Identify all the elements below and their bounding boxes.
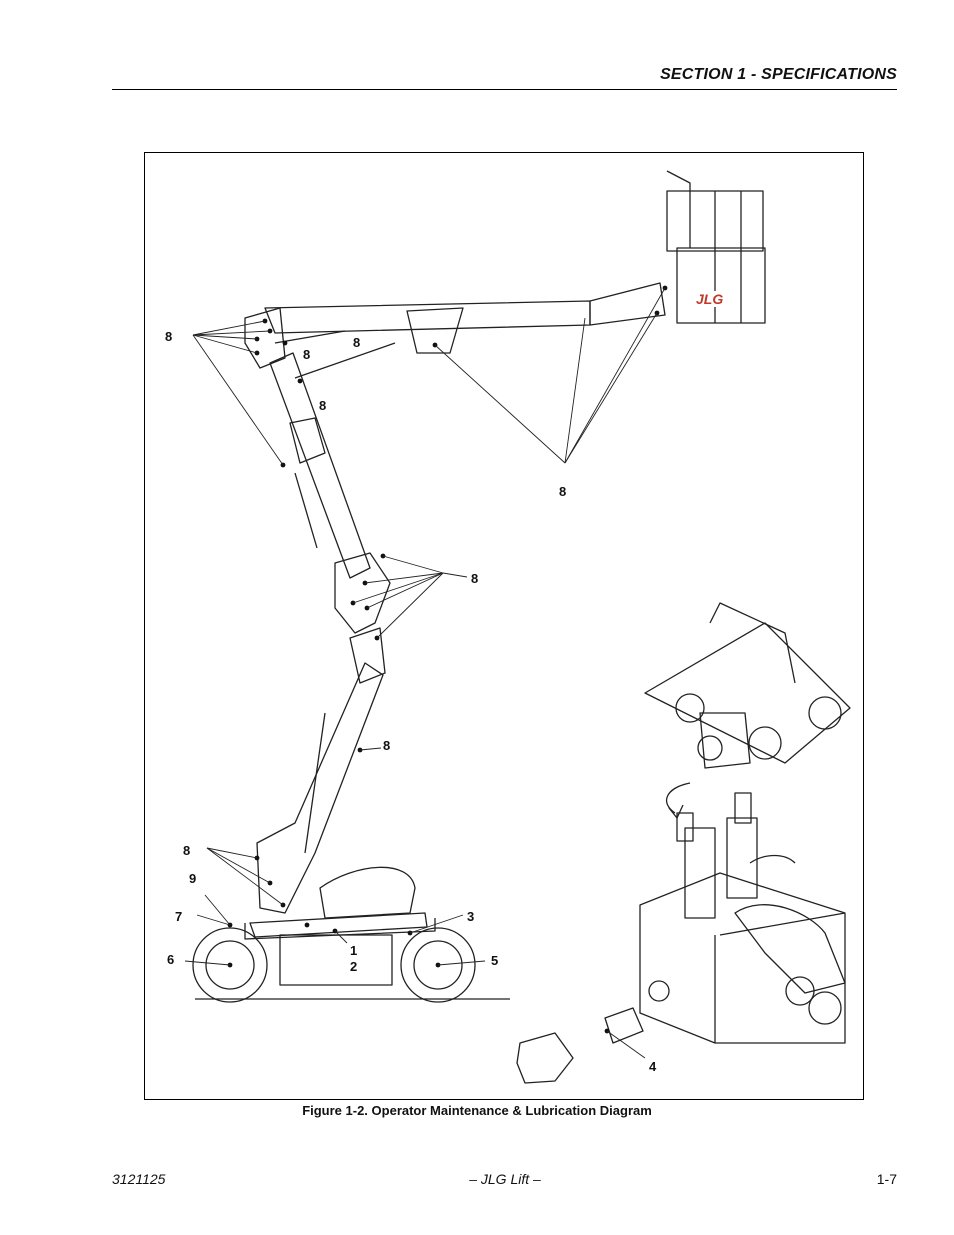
detail-chassis (644, 622, 851, 764)
figure-caption: Figure 1-2. Operator Maintenance & Lubri… (302, 1103, 652, 1118)
callout-5: 5 (491, 953, 498, 968)
jib-head (589, 282, 666, 326)
callout-6: 6 (167, 952, 174, 967)
callout-8: 8 (383, 738, 390, 753)
jib-boom (264, 300, 591, 334)
detail-boom-arm (709, 602, 796, 684)
callout-7: 7 (175, 909, 182, 924)
detail-valve-small (699, 712, 751, 769)
lift-cylinder (304, 712, 326, 854)
callout-8: 8 (183, 843, 190, 858)
filter-screen (604, 1007, 644, 1044)
detail-arrow-head (668, 804, 684, 819)
upper-cylinder (294, 342, 396, 379)
platform-handle (666, 170, 691, 248)
jib-bracket (406, 307, 464, 354)
footer-brand: – JLG Lift – (469, 1171, 541, 1187)
valve-solenoid (734, 904, 846, 994)
left-wheel (192, 927, 268, 1003)
upper-boom-bracket (289, 417, 326, 464)
valve-nut (808, 991, 842, 1025)
detail-arrow (665, 782, 691, 814)
top-knuckle (244, 307, 286, 369)
callout-8: 8 (303, 347, 310, 362)
platform-basket (676, 247, 766, 324)
valve-block (639, 872, 846, 1044)
valve-wire (749, 854, 796, 864)
callout-2: 2 (350, 959, 357, 974)
detail-wheel-1 (675, 693, 705, 723)
lower-boom (256, 662, 384, 914)
callout-8: 8 (559, 484, 566, 499)
lube-points (227, 285, 668, 1034)
callout-9: 9 (189, 871, 196, 886)
callout-8: 8 (319, 398, 326, 413)
mid-knuckle (334, 552, 391, 634)
valve-cartridge-left (684, 827, 716, 919)
detail-wheel-3 (748, 726, 782, 760)
lubrication-diagram: JLG 8 8 8 8 8 8 8 8 9 7 3 1 2 6 5 4 (165, 170, 851, 1084)
mid-cylinder (294, 472, 318, 549)
callout-8: 8 (353, 335, 360, 350)
knuckle-bracket-lower (349, 627, 386, 684)
filter-cap (516, 1032, 574, 1084)
leader-lines (184, 287, 666, 1059)
callout-3: 3 (467, 909, 474, 924)
right-wheel (400, 927, 476, 1003)
valve-cartridge-right (726, 817, 758, 899)
section-title: SECTION 1 - SPECIFICATIONS (660, 66, 897, 83)
page-number: 1-7 (876, 1171, 897, 1187)
battery-box (279, 934, 393, 986)
callout-8: 8 (165, 329, 172, 344)
figure-frame: JLG 8 8 8 8 8 8 8 8 9 7 3 1 2 6 5 4 (144, 152, 864, 1100)
header-rule (112, 89, 897, 90)
jib-cylinder (274, 330, 346, 344)
callout-4: 4 (649, 1059, 657, 1074)
turntable-cowl (319, 866, 416, 919)
filter-port (648, 980, 670, 1002)
callout-8: 8 (471, 571, 478, 586)
jlg-logo: JLG (696, 291, 723, 307)
callout-1: 1 (350, 943, 357, 958)
document-number: 3121125 (112, 1171, 166, 1187)
detail-wheel-2 (808, 696, 842, 730)
